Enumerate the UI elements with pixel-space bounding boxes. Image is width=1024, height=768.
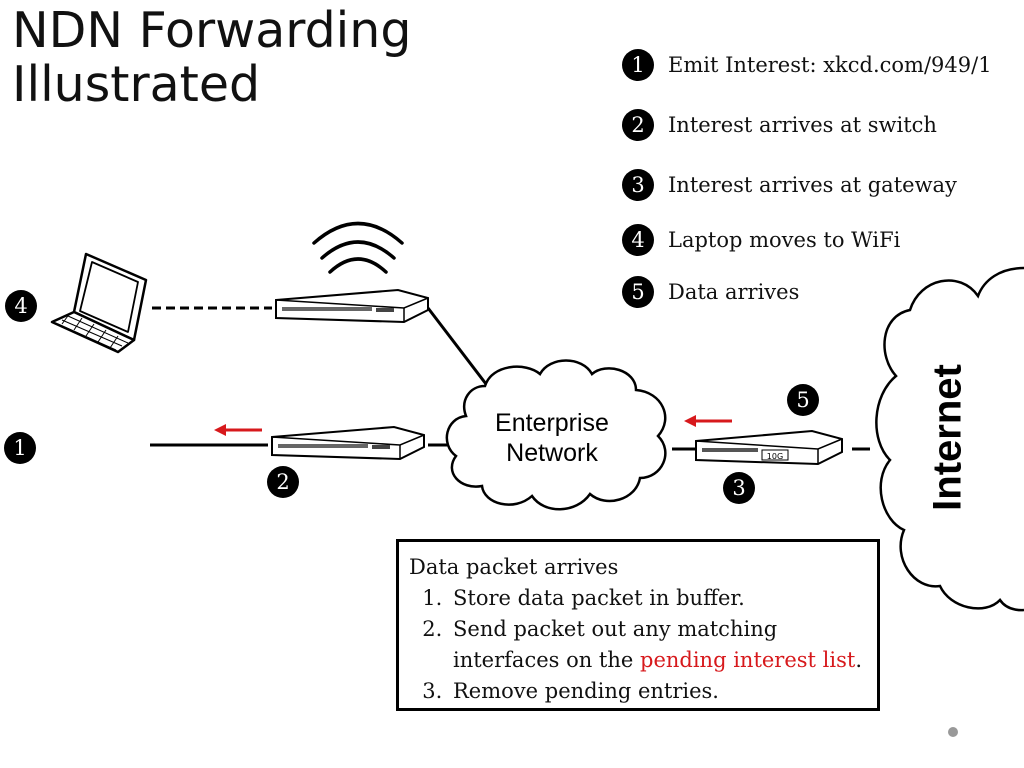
info-box-list: Store data packet in buffer. Send packet…	[409, 583, 867, 707]
step-4: 4 Laptop moves to WiFi	[622, 223, 900, 257]
page-title: NDN Forwarding Illustrated	[12, 2, 412, 113]
laptop-icon	[50, 252, 148, 354]
step-1: 1 Emit Interest: xkcd.com/949/1	[622, 48, 992, 82]
wifi-signal-icon	[312, 221, 404, 274]
data-packet-info-box: Data packet arrives Store data packet in…	[396, 539, 880, 711]
info-item-text: Remove pending entries.	[453, 679, 719, 703]
step-number-badge: 4	[622, 224, 654, 256]
laptop-step-badge: 4	[5, 290, 37, 322]
info-item-2: Send packet out any matching interfaces …	[449, 614, 867, 676]
pending-interest-list-highlight: pending interest list	[640, 648, 856, 672]
wifi-to-enterprise-link	[426, 307, 488, 385]
gateway-arrow-left	[684, 415, 732, 427]
step-3: 3 Interest arrives at gateway	[622, 168, 957, 202]
info-item-3: Remove pending entries.	[449, 676, 867, 707]
enterprise-network-label: Enterprise Network	[472, 408, 632, 468]
step-label: Laptop moves to WiFi	[668, 228, 901, 252]
data-arrives-step-badge: 5	[787, 384, 819, 416]
info-item-text-after: .	[855, 648, 862, 672]
enterprise-label-line2: Network	[506, 439, 598, 467]
gateway-port-label: 10G	[767, 452, 783, 461]
step-5: 5 Data arrives	[622, 275, 799, 309]
step-label: Emit Interest: xkcd.com/949/1	[668, 53, 992, 77]
host-step-badge: 1	[4, 432, 36, 464]
step-number-badge: 3	[622, 169, 654, 201]
enterprise-network-cloud	[445, 359, 667, 511]
info-item-1: Store data packet in buffer.	[449, 583, 867, 614]
slide-indicator-dot	[948, 727, 958, 737]
step-number-badge: 1	[622, 49, 654, 81]
step-2: 2 Interest arrives at switch	[622, 108, 937, 142]
step-label: Interest arrives at switch	[668, 113, 937, 137]
gateway-switch: 10G	[695, 429, 843, 466]
gateway-step-badge: 3	[723, 472, 755, 504]
internet-cloud	[875, 266, 1024, 612]
step-number-badge: 2	[622, 109, 654, 141]
step-label: Data arrives	[668, 280, 800, 304]
step-number-badge: 5	[622, 276, 654, 308]
edge-switch	[271, 425, 425, 461]
switch-step-badge: 2	[267, 466, 299, 498]
info-item-text-before: Send packet out any matching interfaces …	[453, 617, 778, 672]
enterprise-label-line1: Enterprise	[495, 409, 609, 437]
info-item-text: Store data packet in buffer.	[453, 586, 745, 610]
interest-arrow-left	[214, 424, 262, 436]
info-box-heading: Data packet arrives	[409, 555, 619, 579]
wifi-access-switch	[275, 288, 429, 324]
step-label: Interest arrives at gateway	[668, 173, 957, 197]
internet-label: Internet	[925, 364, 970, 511]
